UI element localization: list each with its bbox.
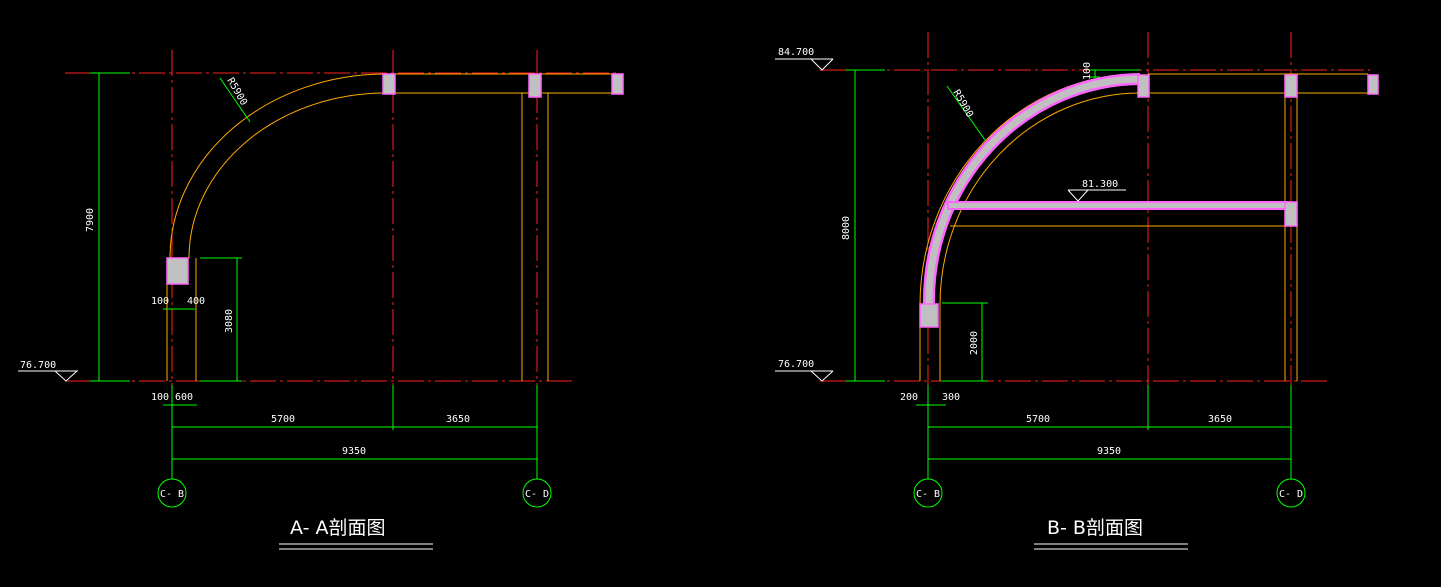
elevation-marker-a [18,370,78,382]
base-dim-right-b: 300 [942,392,960,403]
height-total-a: 7900 [85,208,96,232]
span-2-a: 3650 [446,414,470,425]
title-underline-b [1034,543,1188,550]
span-2-b: 3650 [1208,414,1232,425]
elevation-bottom-b: 76.700 [778,359,814,370]
dimensions-a [90,72,552,508]
height-total-b: 8000 [841,216,852,240]
elevation-markers-b [775,58,1126,382]
base-dim-left-a: 100 [151,392,169,403]
span-total-a: 9350 [342,446,366,457]
col-dim-left-a: 100 [151,296,169,307]
elevation-top-b: 84.700 [778,47,814,58]
highlighted-arch-b [922,73,1289,306]
members-b [919,73,1368,381]
section-title-b: B- B剖面图 [1047,517,1143,539]
col-dim-right-a: 400 [187,296,205,307]
axis-label-a-right: C- D [525,489,549,500]
axis-label-b-left: C- B [916,489,940,500]
axis-label-a-left: C- B [160,489,184,500]
span-1-a: 5700 [271,414,295,425]
axis-label-b-right: C- D [1279,489,1303,500]
top-dim-b: 100 [1082,62,1093,80]
span-1-b: 5700 [1026,414,1050,425]
height-lower-a: 3080 [224,309,235,333]
column-caps-b [919,74,1379,328]
section-title-a: A- A剖面图 [290,517,385,539]
members-a [166,73,613,381]
elevation-bottom-a: 76.700 [20,360,56,371]
dimensions-b [846,69,1306,508]
height-lower-b: 2000 [969,331,980,355]
elevation-mid-b: 81.300 [1082,179,1118,190]
section-b: 84.700 76.700 81.300 8000 2000 R5900 100… [775,32,1379,550]
title-underline-a [279,543,433,550]
span-total-b: 9350 [1097,446,1121,457]
base-dim-right-a: 600 [175,392,193,403]
column-caps-a [166,73,624,285]
section-a: 76.700 7900 3080 R5900 100 400 100 600 5… [18,50,624,550]
base-dim-left-b: 200 [900,392,918,403]
